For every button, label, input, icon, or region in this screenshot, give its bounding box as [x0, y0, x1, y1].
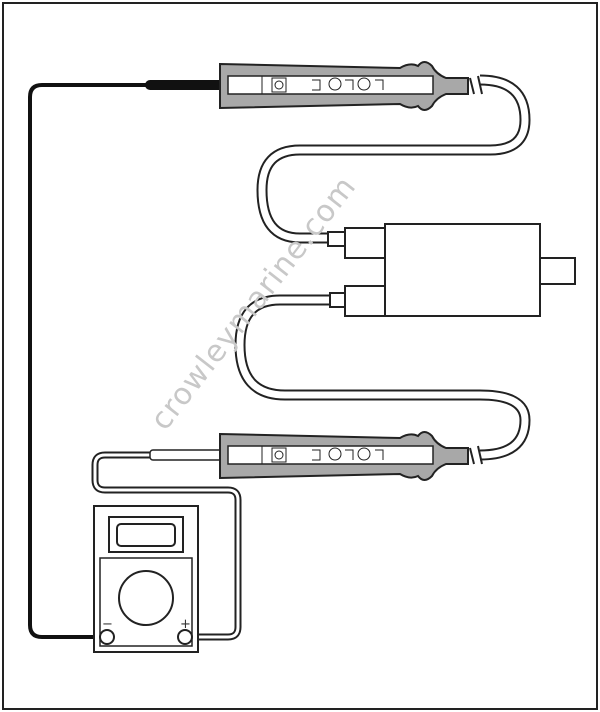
negative-terminal — [99, 629, 115, 645]
ignition-coil — [327, 223, 576, 317]
positive-label: + — [180, 617, 191, 632]
bottom-spark-plug-cable — [234, 294, 531, 461]
meter-dial — [118, 570, 174, 626]
coil-tower-bottom — [344, 285, 386, 317]
coil-terminal-stub — [539, 257, 576, 285]
top-spark-plug-boot — [219, 61, 483, 111]
meter-display — [108, 516, 184, 553]
multimeter — [93, 505, 199, 653]
negative-label: − — [102, 617, 113, 632]
black-test-lead-wire — [28, 83, 152, 639]
positive-terminal — [177, 629, 193, 645]
bottom-spark-plug-boot — [219, 431, 483, 481]
coil-tower-top — [344, 227, 386, 259]
positive-test-lead-wire — [91, 449, 242, 641]
